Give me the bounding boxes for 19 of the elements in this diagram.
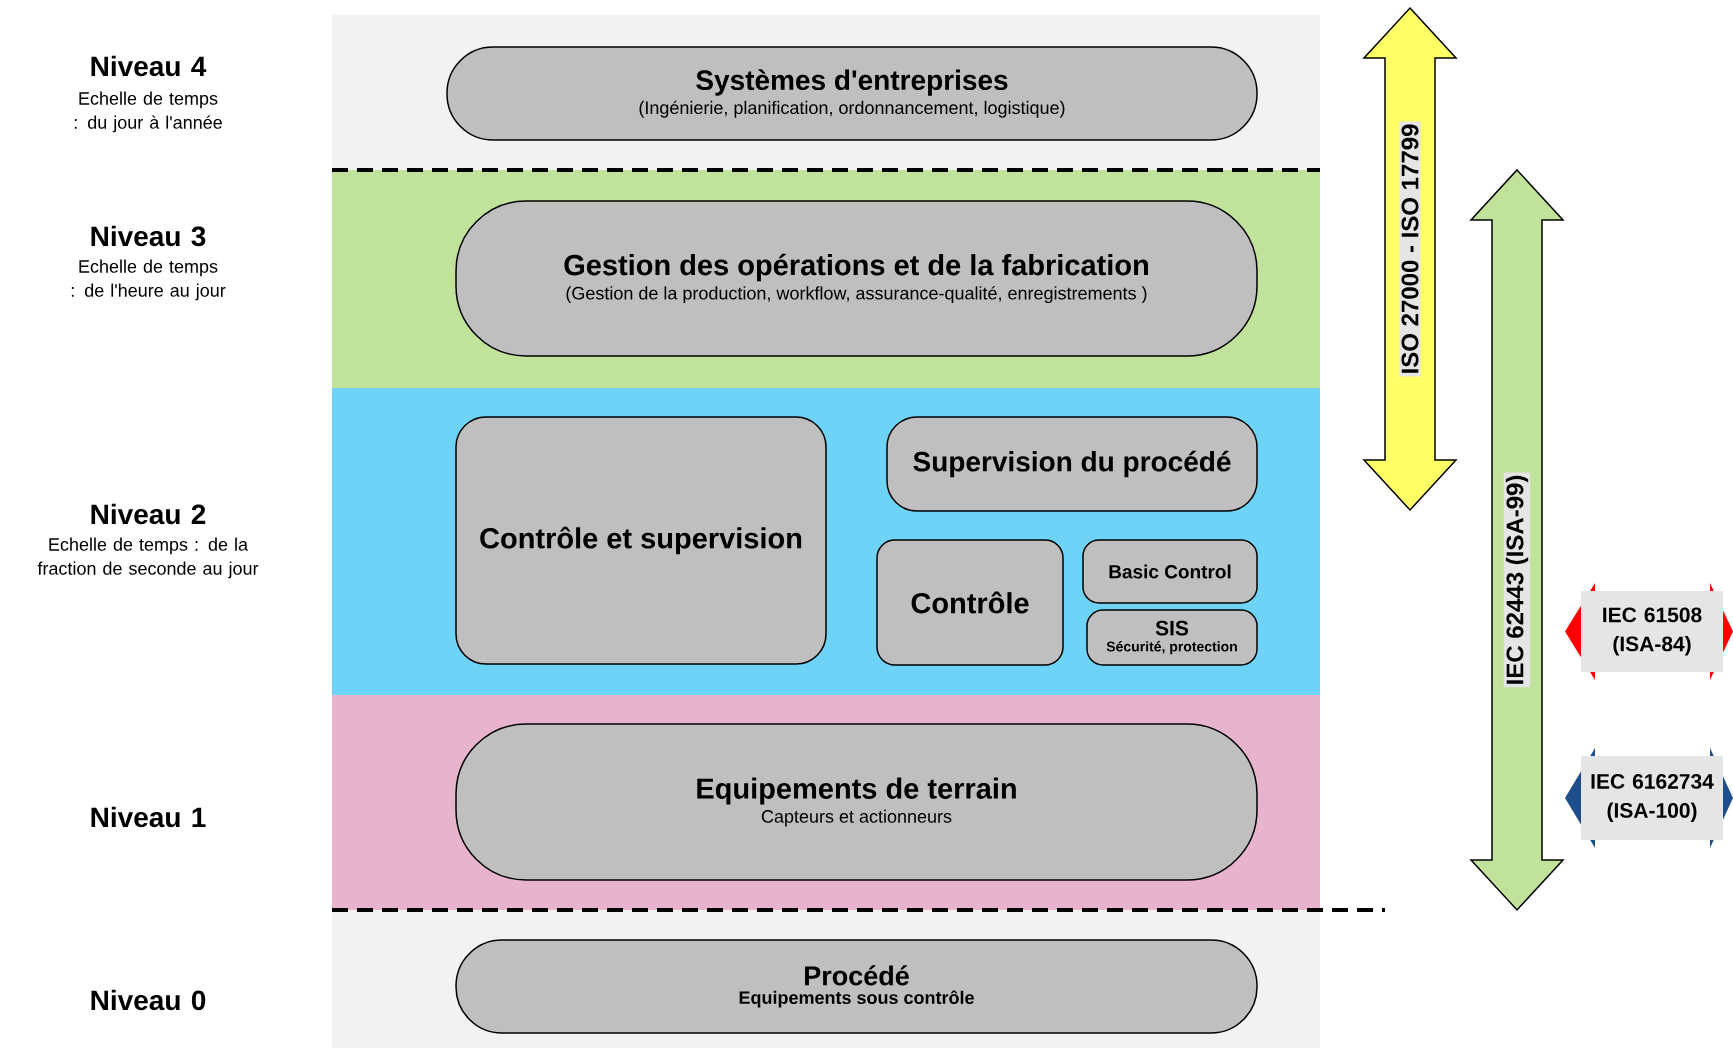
level-box: Procédé Equipements sous contrôle bbox=[455, 939, 1258, 1034]
level-label: Niveau 1 bbox=[91, 806, 206, 828]
time-scale-note: Echelle de temps : de la fraction de seconde au jour bbox=[37, 537, 259, 579]
level-box: Basic Control bbox=[1082, 539, 1258, 604]
level-box: Supervision du procédé bbox=[886, 416, 1258, 512]
level-box: Systèmes d'entreprises (Ingénierie, planification, ordonnancement, logistique) bbox=[446, 46, 1258, 141]
scope-band: IEC 61508 (ISA-84) bbox=[1565, 583, 1733, 680]
level-box: Contrôle bbox=[876, 539, 1064, 666]
level-box: Contrôle et supervision bbox=[455, 416, 827, 665]
scope-band: IEC 6162734 (ISA-100) bbox=[1565, 748, 1733, 848]
level-box: Gestion des opérations et de la fabrication (Gestion de la production, workflow, assurance-qualité, enregistrements ) bbox=[455, 200, 1258, 357]
time-scale-note: Echelle de temps : du jour à l'année bbox=[74, 91, 222, 133]
level-box: SIS Sécurité, protection bbox=[1086, 609, 1258, 666]
level-label: Niveau 0 bbox=[91, 989, 206, 1011]
time-scale-note: Echelle de temps : de l'heure au jour bbox=[71, 259, 226, 301]
level-label: Niveau 4 bbox=[91, 55, 207, 77]
level-label: Niveau 3 bbox=[91, 225, 206, 247]
level-label: Niveau 2 bbox=[91, 503, 206, 525]
level-box: Equipements de terrain Capteurs et actionneurs bbox=[455, 723, 1258, 881]
